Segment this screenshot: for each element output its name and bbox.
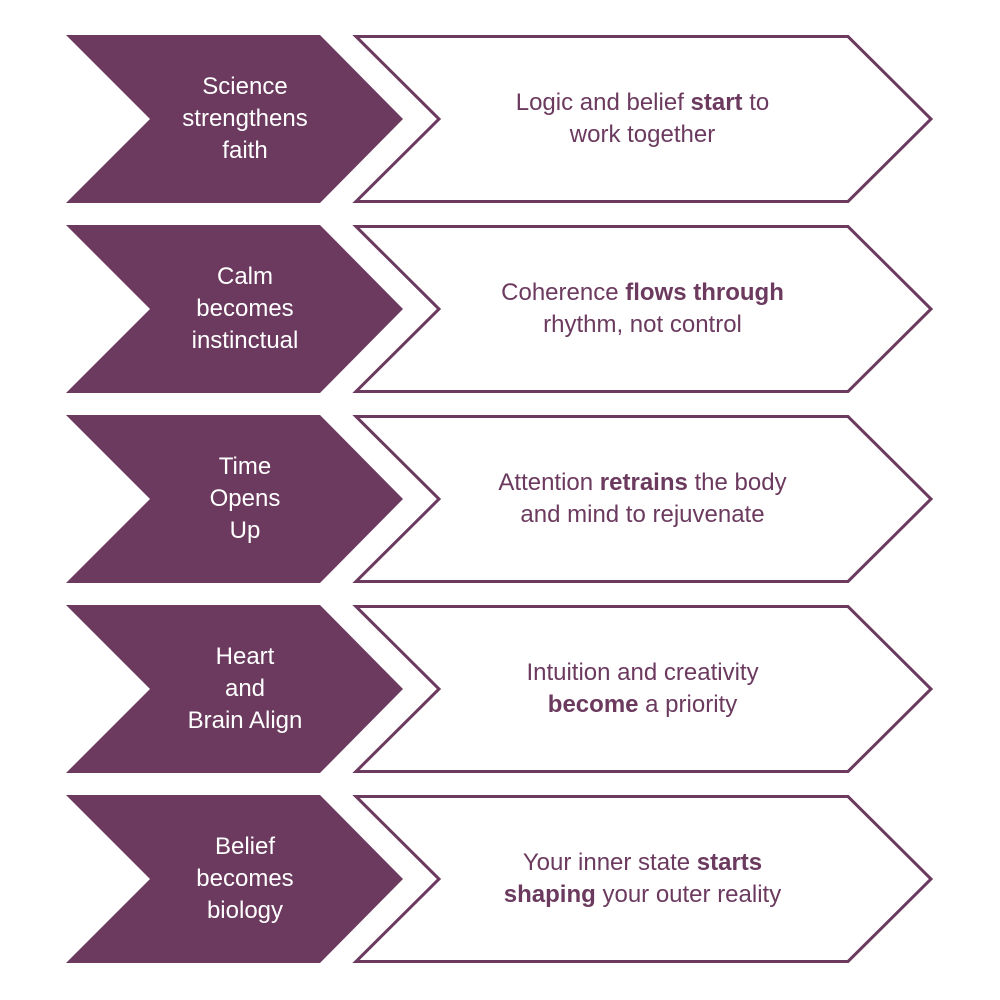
emphasis-text: become: [547, 691, 639, 718]
emphasis-text: retrains: [599, 469, 688, 496]
step-chevron-filled: [66, 795, 403, 963]
step-chevron-outline: [352, 225, 934, 393]
description-text: Logic and belief: [515, 89, 691, 116]
step-description: Coherence flows through rhythm, not cont…: [440, 225, 845, 393]
emphasis-text: starts shaping: [503, 849, 763, 908]
step-chevron-outline: [352, 795, 934, 963]
step-title: Time Opens Up: [209, 453, 281, 544]
step-title: Science strengthens faith: [182, 73, 308, 164]
step-title: Belief becomes biology: [196, 833, 294, 924]
description-text: your outer reality: [595, 881, 782, 908]
description-text: to work together: [569, 89, 770, 148]
step-description: Your inner state starts shaping your out…: [440, 795, 845, 963]
step-chevron-outline: [352, 35, 934, 203]
description-text: Coherence: [501, 279, 626, 306]
description-text: the body and mind to rejuvenate: [520, 469, 787, 528]
step-description: Logic and belief start to work together: [440, 35, 845, 203]
step-chevron-filled: [66, 225, 403, 393]
step-description: Attention retrains the body and mind to …: [440, 415, 845, 583]
emphasis-text: start: [690, 89, 743, 116]
step-row: Calm becomes instinctual Coherence flows …: [0, 225, 1000, 395]
step-chevron-filled: [66, 605, 403, 773]
step-row: Science strengthens faith Logic and belie…: [0, 35, 1000, 205]
step-description: Intuition and creativity become a priori…: [440, 605, 845, 773]
description-text: Intuition and creativity: [526, 659, 759, 686]
step-chevron-filled: [66, 415, 403, 583]
step-title: Calm becomes instinctual: [191, 263, 299, 354]
step-chevron-outline: [352, 415, 934, 583]
step-row: Belief becomes biology Your inner state s…: [0, 795, 1000, 965]
step-row: Heart and Brain Align Intuition and creat…: [0, 605, 1000, 775]
step-chevron-filled: [66, 35, 403, 203]
description-text: rhythm, not control: [543, 311, 742, 338]
step-chevron-outline: [352, 605, 934, 773]
description-text: Your inner state: [522, 849, 697, 876]
description-text: Attention: [498, 469, 600, 496]
step-title: Heart and Brain Align: [187, 643, 303, 734]
description-text: a priority: [638, 691, 738, 718]
step-row: Time Opens Up Attention retrains the body…: [0, 415, 1000, 585]
emphasis-text: flows through: [625, 279, 784, 306]
